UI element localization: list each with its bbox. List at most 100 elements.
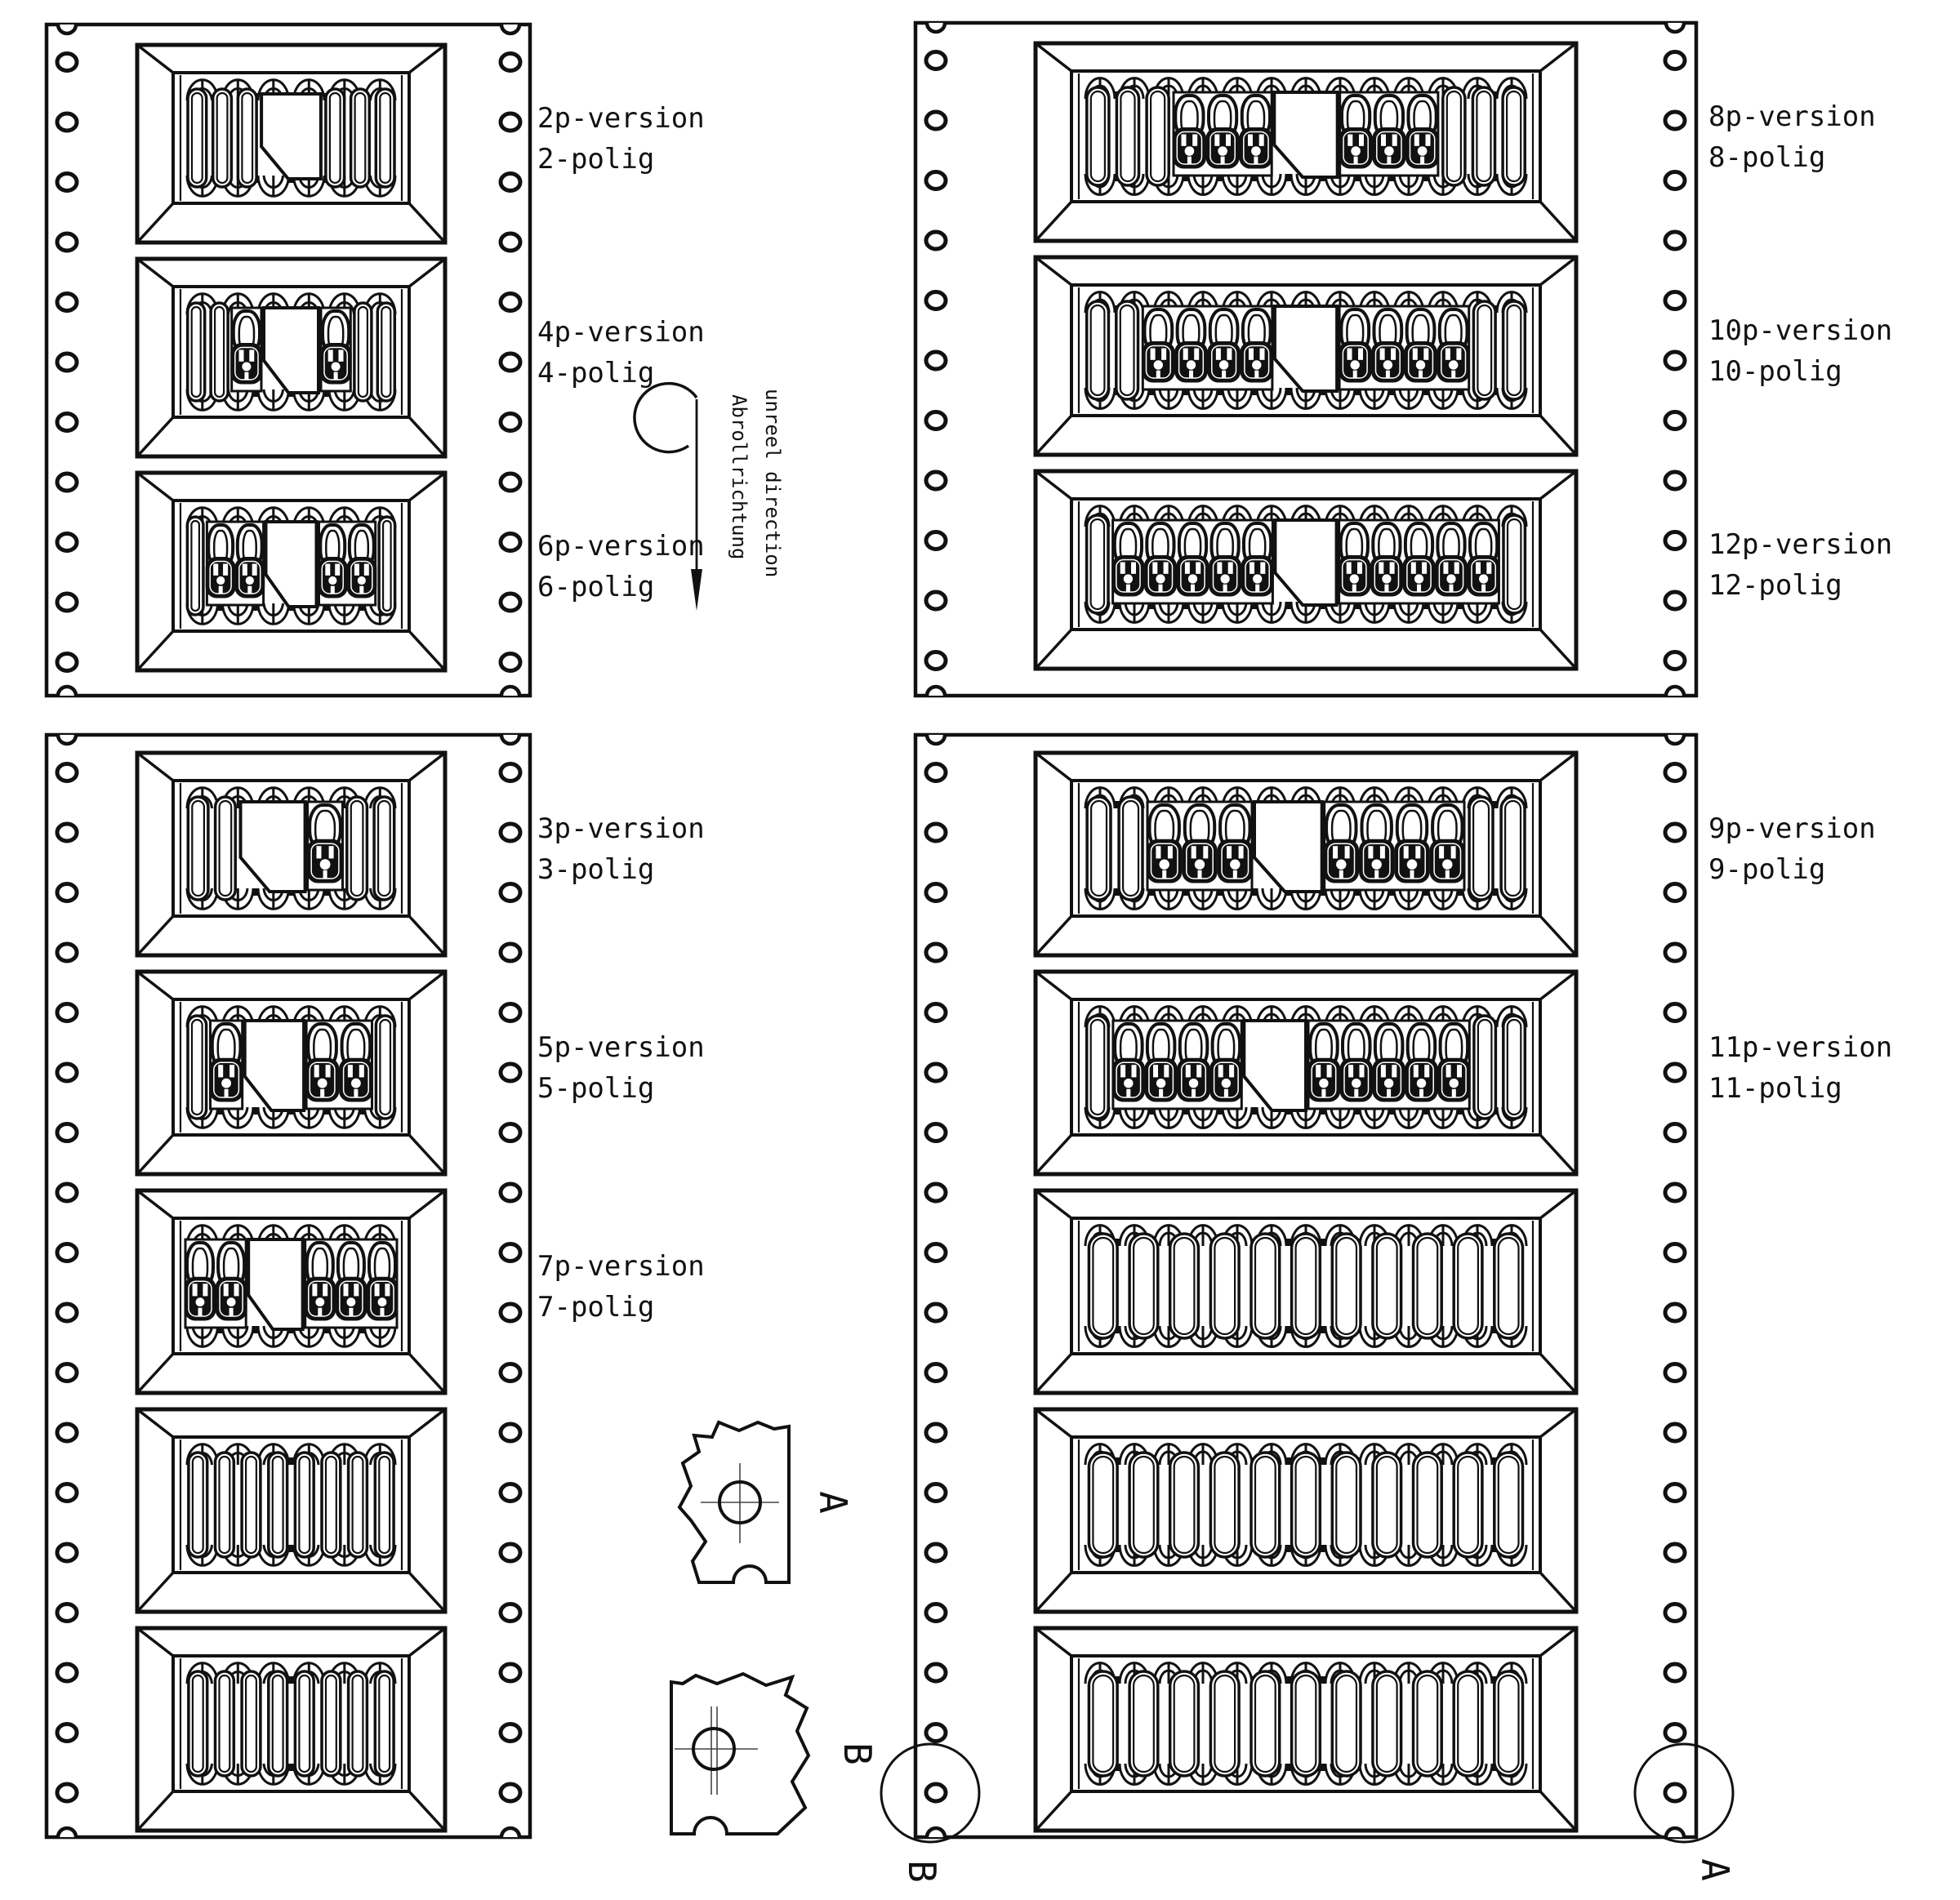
reference-circle-a-ring xyxy=(1633,1742,1735,1844)
contact xyxy=(205,523,236,598)
empty-cavity-rib xyxy=(377,515,397,616)
sprocket-hole xyxy=(924,1002,948,1023)
pocket-wall-lines xyxy=(1077,73,1535,199)
unreel-arrow-curl-icon xyxy=(633,381,698,454)
sprocket-hole xyxy=(924,1061,948,1083)
pocket-bevel xyxy=(1034,42,1578,243)
pocket-version-label: 6p-version xyxy=(537,530,705,563)
empty-cavity-rib-inner xyxy=(191,1455,204,1555)
pocket-polig-label: 11-polig xyxy=(1708,1072,1842,1105)
empty-cavity-rib xyxy=(1087,1670,1119,1778)
pocket-polig-label: 6-polig xyxy=(537,571,654,603)
pocket-inner xyxy=(1070,497,1542,631)
empty-cavity-rib-inner xyxy=(1476,90,1492,183)
contact xyxy=(1111,1022,1146,1102)
pocket-8p-version xyxy=(1033,41,1579,243)
pocket-inner xyxy=(172,998,411,1137)
sprocket-hole xyxy=(498,351,523,373)
empty-cavity-rib-inner xyxy=(216,91,229,185)
sprocket-hole xyxy=(1663,229,1687,251)
empty-cavity-rib xyxy=(1117,795,1144,901)
pocket-empty xyxy=(1033,1407,1579,1614)
pocket-inner xyxy=(172,285,411,419)
empty-cavity-rib-inner xyxy=(324,1674,337,1773)
empty-cavity-rib-inner xyxy=(1457,1455,1479,1555)
empty-cavity-rib-inner xyxy=(1416,1674,1439,1773)
sprocket-half-hole xyxy=(56,1826,78,1838)
sprocket-hole xyxy=(1663,349,1687,372)
pocket-polig-label: 10-polig xyxy=(1708,355,1842,388)
empty-cavity-rib xyxy=(1168,1451,1200,1559)
empty-cavity-rib-inner xyxy=(1375,1236,1398,1336)
contact xyxy=(1182,803,1218,883)
empty-cavity-rib xyxy=(1128,1232,1160,1340)
contact xyxy=(1338,308,1372,383)
pocket-version-label: 2p-version xyxy=(537,102,705,135)
sprocket-hole xyxy=(924,1602,948,1623)
sprocket-holes xyxy=(55,24,523,696)
sprocket-half-hole xyxy=(499,24,522,36)
connector-body xyxy=(1272,91,1339,179)
contact xyxy=(1209,522,1242,597)
sprocket-half-hole xyxy=(1664,734,1686,746)
sprocket-holes xyxy=(55,734,523,1838)
sprocket-hole xyxy=(55,1662,79,1684)
sprocket-hole xyxy=(1663,941,1687,963)
pocket-inner xyxy=(172,779,411,918)
empty-cavity-rib-inner xyxy=(1335,1674,1358,1773)
empty-cavity-rib xyxy=(293,1451,315,1559)
pocket-4p-version xyxy=(135,256,448,459)
pocket-12p-version xyxy=(1033,469,1579,671)
sprocket-hole xyxy=(924,590,948,612)
sprocket-hole xyxy=(55,1602,79,1623)
empty-cavity-rib-inner xyxy=(1214,1674,1236,1773)
pocket-polig-label: 7-polig xyxy=(537,1291,654,1324)
sprocket-hole xyxy=(55,882,79,903)
contact-hole xyxy=(351,1078,361,1088)
contact xyxy=(1370,522,1404,597)
empty-cavity-rib xyxy=(1411,1451,1443,1559)
contact-hole xyxy=(1159,859,1169,870)
contact-hole xyxy=(1351,146,1361,156)
sprocket-hole xyxy=(924,1542,948,1564)
contact-hole xyxy=(1230,859,1241,870)
sprocket-hole xyxy=(498,1002,523,1023)
empty-cavity-rib xyxy=(1250,1670,1281,1778)
sprocket-hole xyxy=(924,530,948,551)
sprocket-hole xyxy=(924,1302,948,1324)
sprocket-hole xyxy=(498,1242,523,1263)
empty-cavity-rib-inner xyxy=(298,1455,311,1555)
detail-b-hole xyxy=(692,1727,736,1771)
empty-cavity-rib-inner xyxy=(1132,1455,1155,1555)
contact-hole xyxy=(1383,1079,1394,1088)
sprocket-hole xyxy=(924,821,948,843)
contact xyxy=(234,523,265,598)
empty-cavity-rib xyxy=(373,1451,395,1559)
pocket-inner xyxy=(1070,1435,1542,1574)
sprocket-half-hole xyxy=(56,734,78,746)
sprocket-hole xyxy=(498,111,523,133)
reference-circle-a: A xyxy=(1633,1742,1737,1881)
sprocket-hole xyxy=(1663,1782,1687,1804)
sprocket-half-hole xyxy=(1664,22,1686,34)
empty-cavity-rib xyxy=(1330,1670,1362,1778)
pocket-5p-version xyxy=(135,969,448,1177)
sprocket-hole xyxy=(55,111,79,133)
pocket-wall-lines xyxy=(179,289,403,415)
empty-cavity-rib xyxy=(346,1451,369,1559)
empty-cavity-rib-inner xyxy=(354,91,367,185)
unreel-arrowhead-icon xyxy=(691,569,702,611)
sprocket-hole xyxy=(924,50,948,71)
empty-cavity-rib xyxy=(186,1014,208,1120)
contact-hole xyxy=(1382,574,1392,584)
pocket-labels-layer: 2p-version2-polig4p-version4-polig6p-ver… xyxy=(537,100,1892,1324)
empty-cavity-rib xyxy=(320,1670,342,1778)
sprocket-hole xyxy=(1663,530,1687,551)
empty-cavity-rib xyxy=(1371,1232,1403,1340)
contact-hole xyxy=(216,576,225,585)
detail-b-outline xyxy=(670,1671,811,1835)
empty-cavity-rib xyxy=(1330,1451,1362,1559)
contact-hole xyxy=(1218,360,1229,370)
pocket-inner xyxy=(172,1217,411,1355)
sprocket-hole xyxy=(924,109,948,131)
